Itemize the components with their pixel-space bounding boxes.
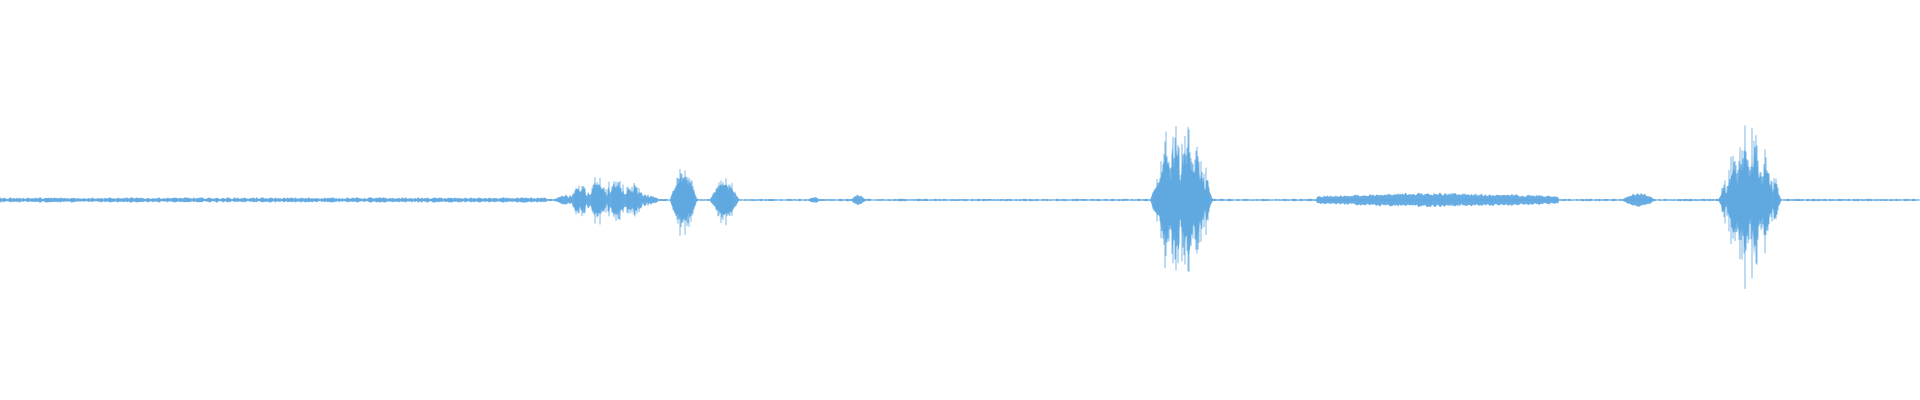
waveform-samples (0, 125, 1919, 290)
waveform-fill (0, 138, 1919, 264)
